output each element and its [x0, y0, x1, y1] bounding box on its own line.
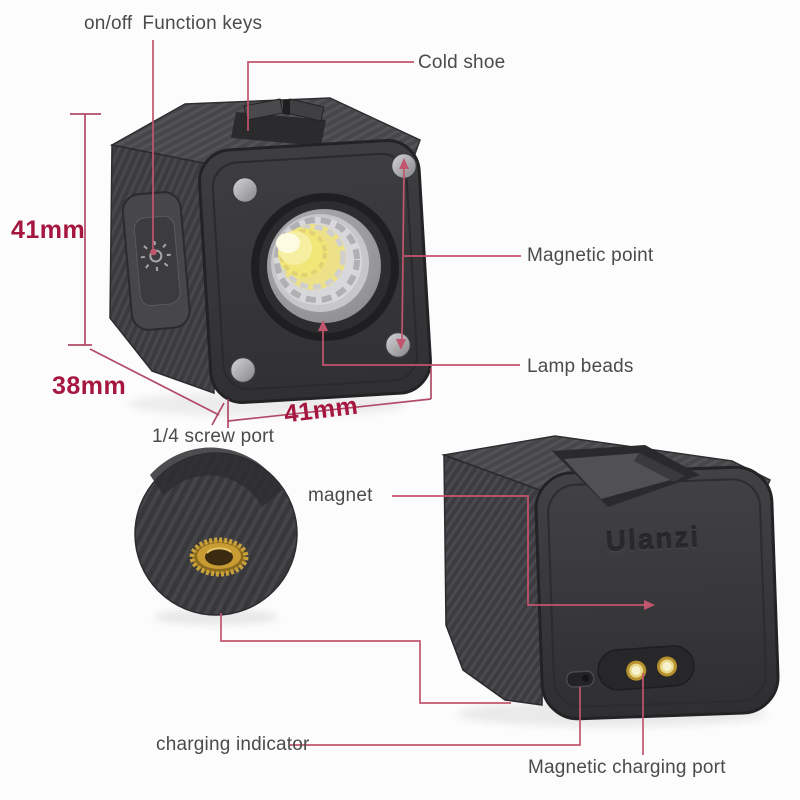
screw-port-label: 1/4 screw port [152, 426, 275, 447]
height-dim-line [68, 113, 101, 346]
magnetic-point-callout-line [401, 166, 521, 342]
magnet-callout-line [392, 495, 645, 606]
back-cube-side-face [443, 453, 546, 706]
magnet-bottom-left [229, 356, 257, 384]
arrow-up-magnet-tr [399, 158, 409, 169]
lamp-beads-label: Lamp beads [527, 356, 634, 377]
charging-area [565, 645, 695, 691]
lamp-beads-callout-line [322, 329, 520, 366]
function-button [121, 191, 191, 331]
cold-shoe-recess [552, 445, 700, 507]
callout-lines [152, 40, 645, 755]
power-function-label: on/off Function keys [84, 13, 262, 34]
brand-logo: Ulanzi [604, 521, 701, 558]
quarter-screw-port [189, 537, 249, 577]
power-label-text: on/off [84, 13, 133, 34]
back-panel [534, 465, 780, 721]
arrow-up-lamp-beads [318, 320, 328, 331]
dimension-lines [68, 113, 432, 428]
front-cube [109, 97, 432, 404]
depth-dimension-value: 38mm [52, 372, 127, 400]
magnet-top-left [231, 176, 259, 204]
charging-port-label: Magnetic charging port [528, 757, 726, 778]
power-callout-dot [150, 248, 157, 256]
cold-shoe-callout-line [247, 61, 414, 131]
charging-contact-left [626, 660, 647, 681]
screw-port-magnifier [134, 447, 298, 616]
charging-indicator-callout-line [290, 687, 581, 746]
back-cube [441, 435, 780, 721]
arrow-right-magnet [644, 600, 655, 610]
charging-indicator-label: charging indicator [156, 734, 310, 755]
magnet-label: magnet [308, 485, 373, 506]
height-dimension-value: 41mm [11, 216, 86, 244]
magnet-bottom-right [384, 331, 412, 359]
cold-shoe-label: Cold shoe [418, 52, 506, 73]
led-lens [251, 193, 399, 341]
magnifier-leader-line [220, 613, 511, 704]
magnetic-point-label: Magnetic point [527, 245, 654, 266]
function-keys-label-text: Function keys [142, 13, 263, 34]
cold-shoe-mount [231, 98, 326, 146]
charging-indicator-led [565, 670, 595, 688]
callout-arrows [150, 158, 655, 610]
charging-contact-right [657, 656, 678, 677]
magnetic-charging-port [597, 645, 695, 691]
arrow-down-magnet-br [396, 339, 406, 350]
width-dim-line [227, 368, 432, 428]
depth-dim-line [89, 348, 225, 426]
